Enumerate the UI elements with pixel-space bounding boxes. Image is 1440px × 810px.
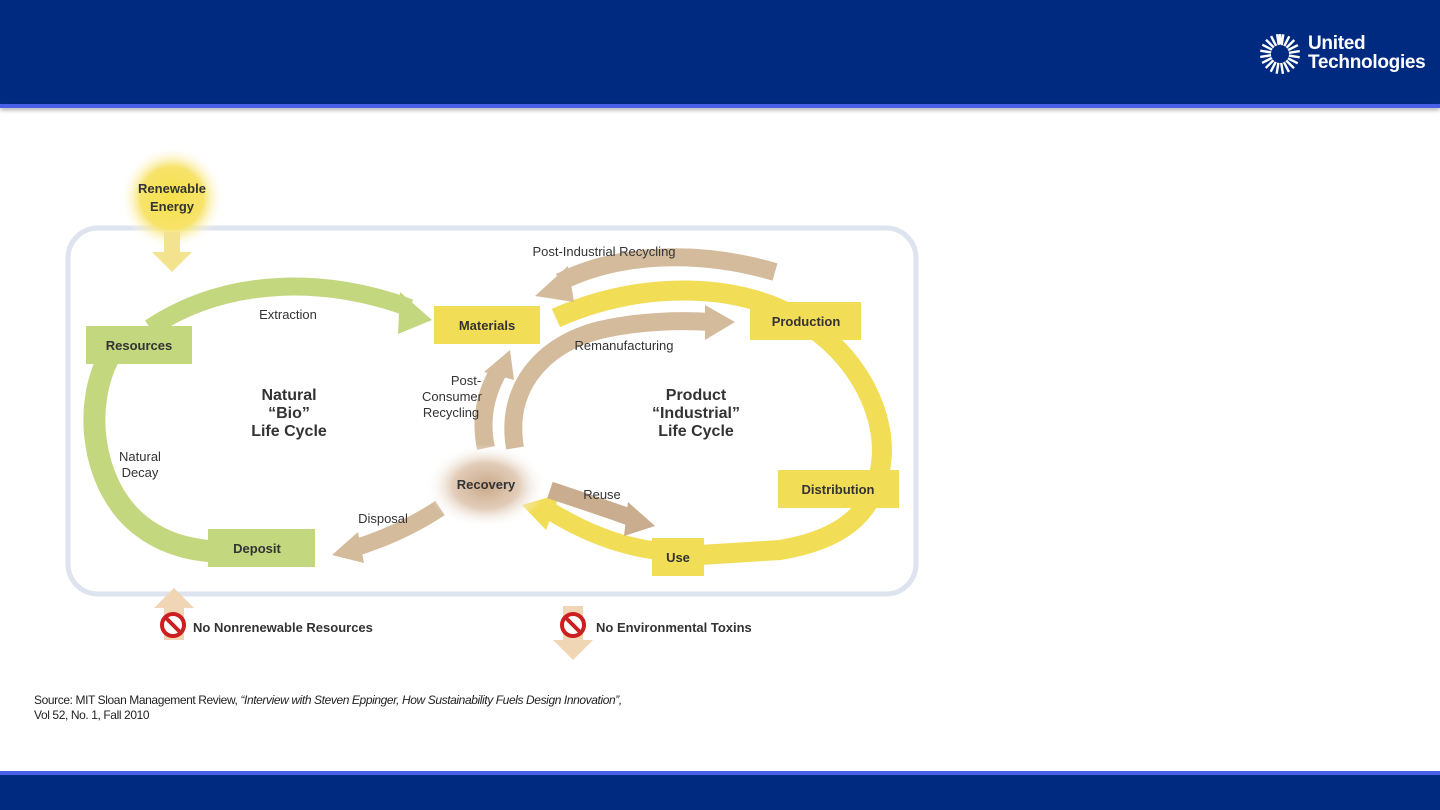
reuse-label: Reuse xyxy=(583,487,621,502)
renewable-energy-label-2: Energy xyxy=(150,199,195,214)
product-cycle-title-1: Product xyxy=(666,387,727,404)
natural-cycle-title-2: “Bio” xyxy=(268,405,310,422)
remanufacturing-arrowhead xyxy=(705,305,735,340)
production-label: Production xyxy=(772,314,841,329)
production-distribution-arc xyxy=(551,280,892,565)
deposit-label: Deposit xyxy=(233,541,281,556)
natural-cycle-title-3: Life Cycle xyxy=(251,423,327,440)
post-consumer-label-2: Consumer xyxy=(422,389,483,404)
post-industrial-arrowhead xyxy=(535,266,574,302)
natural-decay-label-1: Natural xyxy=(119,449,161,464)
product-cycle-title-3: Life Cycle xyxy=(658,423,734,440)
footer-bar xyxy=(0,775,1440,810)
post-industrial-label: Post-Industrial Recycling xyxy=(532,244,675,259)
footer-accent-line xyxy=(0,771,1440,775)
no-nonrenewable-label: No Nonrenewable Resources xyxy=(193,620,373,635)
natural-cycle-title-1: Natural xyxy=(261,387,316,404)
recovery-label: Recovery xyxy=(457,477,516,492)
header-bar xyxy=(0,0,1440,104)
use-node xyxy=(652,538,704,576)
prohibited-icon xyxy=(160,612,186,638)
production-node xyxy=(750,302,861,340)
disposal-label: Disposal xyxy=(358,511,408,526)
materials-node xyxy=(434,306,540,344)
deposit-node xyxy=(208,529,315,567)
disposal-arrowhead xyxy=(332,532,364,563)
reuse-arrowhead xyxy=(624,502,655,536)
source-title: “Interview with Steven Eppinger, How Sus… xyxy=(240,693,622,707)
product-cycle-title-2: “Industrial” xyxy=(652,405,740,422)
remanufacturing-label: Remanufacturing xyxy=(575,338,674,353)
prohibited-icon xyxy=(560,612,586,638)
distribution-node xyxy=(778,470,899,508)
post-consumer-recycling-arc xyxy=(474,367,506,450)
sunburst-logo-icon xyxy=(1260,34,1300,74)
disposal-arc xyxy=(352,500,445,557)
natural-decay-label-2: Decay xyxy=(122,465,159,480)
post-consumer-arrowhead xyxy=(484,350,514,380)
source-citation: Source: MIT Sloan Management Review, “In… xyxy=(34,693,634,723)
post-consumer-label-1: Post- xyxy=(451,373,481,388)
recovery-glow xyxy=(426,444,546,528)
renewable-energy-label-1: Renewable xyxy=(138,181,206,196)
resources-label: Resources xyxy=(106,338,172,353)
header-accent-line xyxy=(0,104,1440,108)
logo-wordmark: United Technologies xyxy=(1308,33,1426,73)
distribution-label: Distribution xyxy=(802,482,875,497)
remanufacturing-arc xyxy=(504,312,713,450)
materials-label: Materials xyxy=(459,318,515,333)
logo-line-2: Technologies xyxy=(1308,52,1426,73)
logo-line-1: United xyxy=(1308,33,1366,54)
life-cycle-diagram: Renewable Energy Recovery Resources Mate… xyxy=(65,146,919,660)
renewable-energy-sun-icon xyxy=(120,146,224,250)
energy-input-arrow xyxy=(152,232,192,272)
post-consumer-label-3: Recycling xyxy=(423,405,479,420)
use-label: Use xyxy=(666,550,690,565)
no-toxins-label: No Environmental Toxins xyxy=(596,620,752,635)
post-industrial-recycling-arc xyxy=(555,248,778,291)
united-technologies-logo: United Technologies xyxy=(1258,32,1430,76)
extraction-arc xyxy=(145,277,414,336)
source-prefix: Source: MIT Sloan Management Review, xyxy=(34,693,241,707)
resources-node xyxy=(86,326,192,364)
extraction-label: Extraction xyxy=(259,307,317,322)
natural-decay-arc xyxy=(83,349,231,563)
reuse-arc xyxy=(547,481,635,526)
extraction-arrowhead xyxy=(398,292,432,334)
source-suffix: Vol 52, No. 1, Fall 2010 xyxy=(34,708,150,722)
